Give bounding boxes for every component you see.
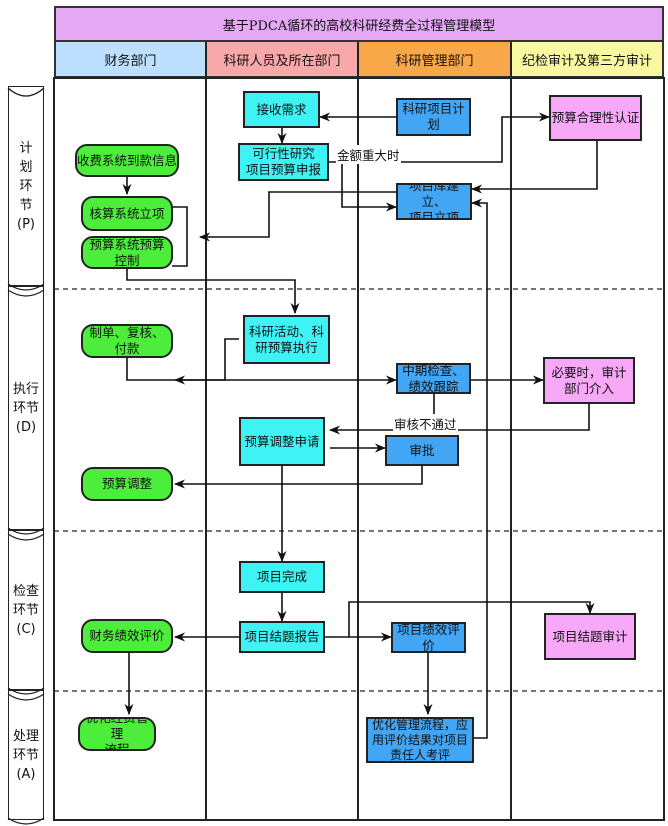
node-budget-adjust[interactable]: 预算调整 xyxy=(81,467,173,501)
node-optimize-process[interactable]: 优化管理流程，应 用评价结果对项目 责任人考评 xyxy=(366,717,474,763)
node-budget-adjust-apply[interactable]: 预算调整申请 xyxy=(239,417,325,466)
node-accounting-setup[interactable]: 核算系统立项 xyxy=(81,196,173,231)
node-financial-eval[interactable]: 财务绩效评价 xyxy=(81,619,173,653)
edge-label-review-fail: 审核不通过 xyxy=(393,414,458,433)
node-audit-intervene[interactable]: 必要时，审计 部门介入 xyxy=(543,357,635,404)
phase-do-label: 执行 环节 (D) xyxy=(12,381,39,435)
node-optimize-funding[interactable]: 优化经费管理 流程 xyxy=(78,717,156,751)
edge-approval-to-budget-adjust xyxy=(173,466,423,489)
phase-plan-label: 计 划 环 节 (P) xyxy=(17,140,35,232)
node-budget-control[interactable]: 预算系统预算 控制 xyxy=(81,236,173,269)
edge-audit-to-adjust xyxy=(328,404,590,435)
phase-act-label: 处理 环节 (A) xyxy=(12,728,39,782)
node-approval[interactable]: 审批 xyxy=(385,435,459,466)
edge-billing-to-midterm xyxy=(126,357,398,385)
node-receive-demand[interactable]: 接收需求 xyxy=(243,91,320,128)
edge-reasonableness-to-library xyxy=(470,140,598,194)
phase-do: 执行 环节 (D) xyxy=(8,286,44,530)
phase-dividers xyxy=(54,288,664,692)
node-research-plan[interactable]: 科研项目计划 xyxy=(396,98,471,136)
phase-act: 处理 环节 (A) xyxy=(8,690,44,820)
node-midterm-check[interactable]: 中期检查、 绩效跟踪 xyxy=(396,363,471,394)
finance-bracket xyxy=(172,206,188,267)
phase-check-label: 检查 环节 (C) xyxy=(12,583,39,637)
node-research-execution[interactable]: 科研活动、科 研预算执行 xyxy=(243,315,330,364)
phase-scroll-caps xyxy=(7,87,45,825)
node-performance-eval[interactable]: 项目绩效评价 xyxy=(391,622,466,653)
lane-header-finance: 财务部门 xyxy=(54,42,207,78)
edge-control-to-execution xyxy=(126,268,300,315)
edge-feasibility-to-reasonableness xyxy=(329,112,551,163)
edge-feedback-to-library xyxy=(470,198,488,739)
edge-library-to-finance xyxy=(198,191,396,242)
phase-check: 检查 环节 (C) xyxy=(8,530,44,690)
node-project-library[interactable]: 项目库建立、 项目立项 xyxy=(396,183,472,220)
phase-plan: 计 划 环 节 (P) xyxy=(8,86,44,286)
node-feasibility-budget[interactable]: 可行性研究 项目预算申报 xyxy=(238,143,329,181)
lane-header-research-management: 科研管理部门 xyxy=(357,42,512,78)
node-budget-reasonableness[interactable]: 预算合理性认证 xyxy=(549,95,642,141)
edge-label-large-amount: 金额重大时 xyxy=(336,145,401,164)
node-closing-report[interactable]: 项目结题报告 xyxy=(239,621,325,653)
diagram-title: 基于PDCA循环的高校科研经费全过程管理模型 xyxy=(54,6,664,42)
node-closing-audit[interactable]: 项目结题审计 xyxy=(544,613,636,660)
node-project-complete[interactable]: 项目完成 xyxy=(239,561,325,593)
lane-header-researchers: 科研人员及所在部门 xyxy=(205,42,359,78)
edge-report-to-audit xyxy=(348,601,595,637)
edge-feasibility-to-library xyxy=(341,162,398,212)
node-billing-payment[interactable]: 制单、复核、 付款 xyxy=(81,324,173,358)
swimlane-grid xyxy=(53,42,665,821)
node-fee-system-info[interactable]: 收费系统到款信息 xyxy=(75,144,179,177)
